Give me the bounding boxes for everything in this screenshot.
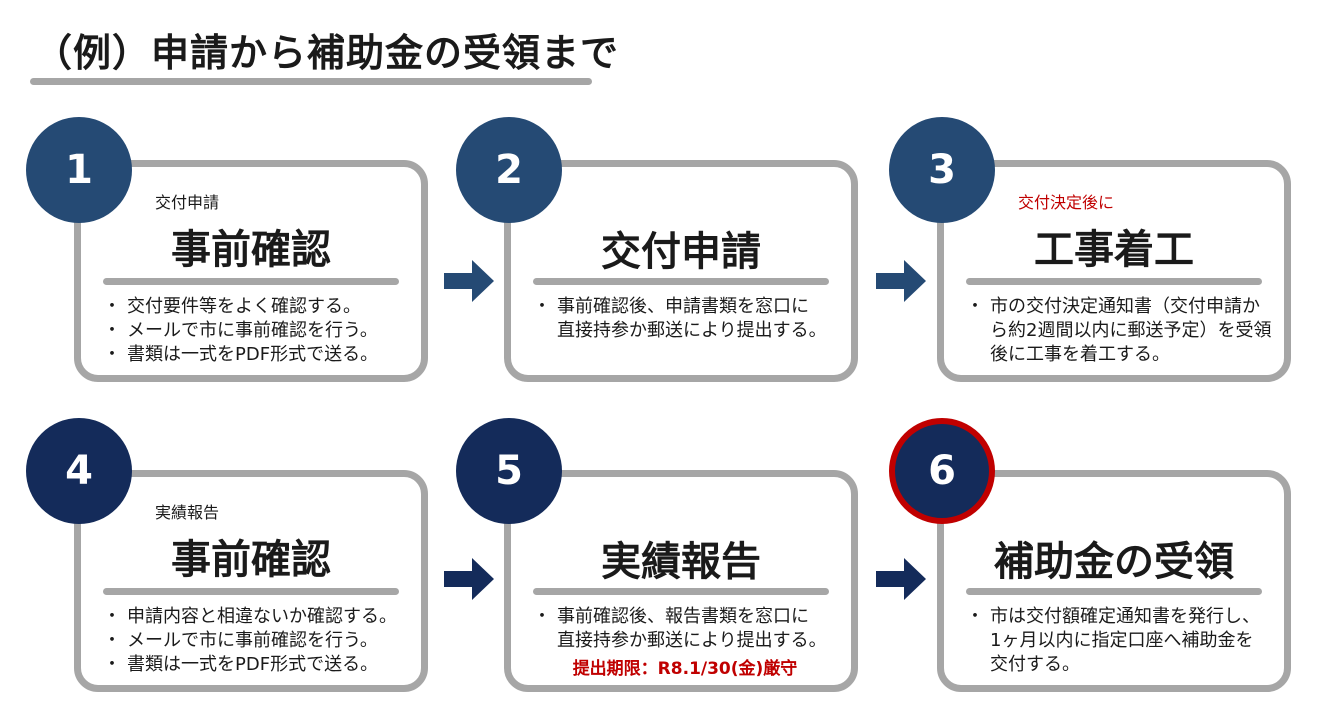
step-divider <box>103 278 399 285</box>
step-body: ・ 市は交付額確定通知書を発行し、 1ヶ月以内に指定口座へ補助金を 交付する。 <box>966 605 1270 677</box>
bullet-dot: ・ <box>533 296 551 317</box>
step-text-line: 直接持参か郵送により提出する。 <box>557 630 827 651</box>
bullet-dot: ・ <box>966 606 984 627</box>
step-bullet: 交付要件等をよく確認する。 <box>103 295 407 319</box>
deadline-notice: 提出期限：R8.1/30(金)厳守 <box>572 659 798 679</box>
step-bullet: 書類は一式をPDF形式で送る。 <box>103 653 407 677</box>
step-title: 補助金の受領 <box>994 539 1234 585</box>
step-text-line: 事前確認後、申請書類を窓口に <box>557 296 809 317</box>
step-card-1: 交付申請 事前確認 交付要件等をよく確認する。 メールで市に事前確認を行う。 書… <box>74 160 428 382</box>
step-body: 申請内容と相違ないか確認する。 メールで市に事前確認を行う。 書類は一式をPDF… <box>103 605 407 677</box>
step-subtitle: 交付申請 <box>155 193 220 212</box>
step-divider <box>533 588 829 595</box>
step-number-badge-3: 3 <box>889 117 995 223</box>
step-text-line: 市は交付額確定通知書を発行し、 <box>990 606 1260 627</box>
step-card-6: 補助金の受領 ・ 市は交付額確定通知書を発行し、 1ヶ月以内に指定口座へ補助金を… <box>937 470 1291 692</box>
bullet-dot: ・ <box>533 606 551 627</box>
step-text-line: 市の交付決定通知書（交付申請か <box>990 296 1260 317</box>
step-title: 事前確認 <box>171 227 331 273</box>
step-text-line: 交付する。 <box>990 654 1080 675</box>
step-body: 交付要件等をよく確認する。 メールで市に事前確認を行う。 書類は一式をPDF形式… <box>103 295 407 367</box>
step-text-line: 後に工事を着工する。 <box>990 344 1170 365</box>
step-card-5: 実績報告 ・ 事前確認後、報告書類を窓口に 直接持参か郵送により提出する。 提出… <box>504 470 858 692</box>
title-underline <box>30 78 592 85</box>
step-divider <box>533 278 829 285</box>
right-arrow-icon <box>876 260 926 302</box>
step-text-line: ら約2週間以内に郵送予定）を受領 <box>990 320 1272 341</box>
step-bullet: 申請内容と相違ないか確認する。 <box>103 605 407 629</box>
step-card-2: 交付申請 ・ 事前確認後、申請書類を窓口に 直接持参か郵送により提出する。 <box>504 160 858 382</box>
step-body: ・ 事前確認後、申請書類を窓口に 直接持参か郵送により提出する。 <box>533 295 837 343</box>
step-number-badge-5: 5 <box>456 418 562 524</box>
step-divider <box>966 588 1262 595</box>
step-number-badge-4: 4 <box>26 418 132 524</box>
step-text-line: 事前確認後、報告書類を窓口に <box>557 606 809 627</box>
step-bullet: メールで市に事前確認を行う。 <box>103 629 407 653</box>
step-divider <box>966 278 1262 285</box>
step-number-badge-2: 2 <box>456 117 562 223</box>
page-title: （例）申請から補助金の受領まで <box>34 31 620 75</box>
bullet-dot: ・ <box>966 296 984 317</box>
step-subtitle: 交付決定後に <box>1018 193 1115 212</box>
step-title: 交付申請 <box>601 229 761 275</box>
step-text-line: 直接持参か郵送により提出する。 <box>557 320 827 341</box>
step-number-badge-6: 6 <box>889 418 995 524</box>
step-bullet: 書類は一式をPDF形式で送る。 <box>103 343 407 367</box>
step-card-4: 実績報告 事前確認 申請内容と相違ないか確認する。 メールで市に事前確認を行う。… <box>74 470 428 692</box>
step-text-line: 1ヶ月以内に指定口座へ補助金を <box>990 630 1254 651</box>
step-subtitle: 実績報告 <box>155 503 220 522</box>
step-divider <box>103 588 399 595</box>
right-arrow-icon <box>444 260 494 302</box>
step-card-3: 交付決定後に 工事着工 ・ 市の交付決定通知書（交付申請か ら約2週間以内に郵送… <box>937 160 1291 382</box>
right-arrow-icon <box>444 558 494 600</box>
step-title: 工事着工 <box>1034 227 1194 273</box>
step-bullet: メールで市に事前確認を行う。 <box>103 319 407 343</box>
right-arrow-icon <box>876 558 926 600</box>
step-body: ・ 市の交付決定通知書（交付申請か ら約2週間以内に郵送予定）を受領 後に工事を… <box>966 295 1272 367</box>
step-body: ・ 事前確認後、報告書類を窓口に 直接持参か郵送により提出する。 提出期限：R8… <box>533 605 837 681</box>
step-number-badge-1: 1 <box>26 117 132 223</box>
step-title: 実績報告 <box>601 539 761 585</box>
step-title: 事前確認 <box>171 537 331 583</box>
